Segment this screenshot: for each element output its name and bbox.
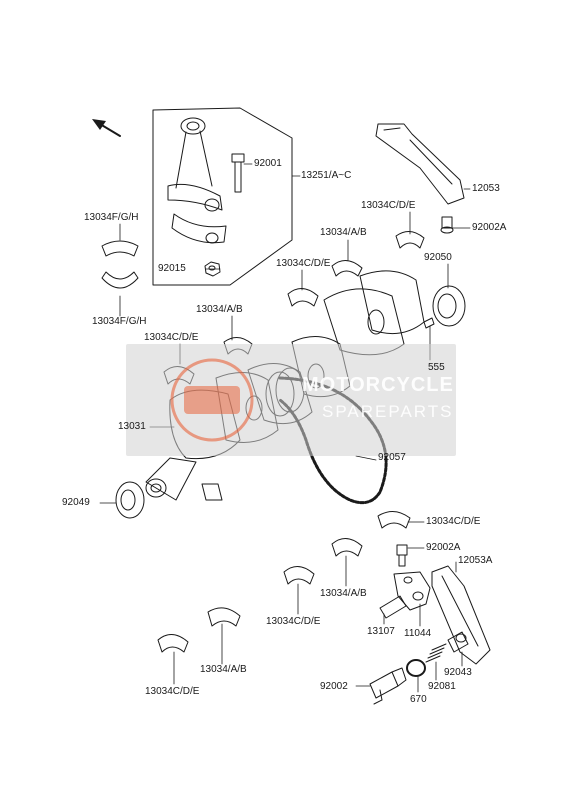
connecting-rod[interactable] — [167, 117, 227, 244]
oil-seal-left[interactable] — [115, 481, 145, 519]
bearing-shell-cde-5[interactable] — [283, 566, 315, 585]
tensioner-collar[interactable] — [447, 631, 469, 653]
leader-lines — [99, 163, 471, 693]
part-label-13034cde-f[interactable]: 13034C/D/E — [145, 686, 200, 697]
chain-guide-lower[interactable] — [431, 565, 491, 665]
part-label-555[interactable]: 555 — [428, 362, 445, 373]
bearing-shell-cde-6[interactable] — [157, 634, 189, 653]
bearing-shell-ab-1[interactable] — [331, 260, 363, 277]
part-label-13251[interactable]: 13251/A~C — [301, 170, 352, 181]
bearing-shell-fgh-lower[interactable] — [101, 271, 139, 289]
part-label-13034fgh-a[interactable]: 13034F/G/H — [84, 212, 139, 223]
bearing-shell-cde-2[interactable] — [287, 288, 319, 307]
part-label-13034cde-b[interactable]: 13034C/D/E — [276, 258, 331, 269]
part-label-670[interactable]: 670 — [410, 694, 427, 705]
chain-guide-bolt-upper[interactable] — [440, 216, 454, 234]
part-label-92015[interactable]: 92015 — [158, 263, 186, 274]
part-label-92081[interactable]: 92081 — [428, 681, 456, 692]
con-rod-nut[interactable] — [204, 261, 221, 277]
connecting-rod-group-box — [152, 107, 293, 286]
part-label-13031[interactable]: 13031 — [118, 421, 146, 432]
front-direction-arrow-icon — [92, 119, 121, 137]
con-rod-bolt[interactable] — [231, 153, 245, 193]
dowel-pin[interactable] — [423, 317, 435, 329]
part-label-92050[interactable]: 92050 — [424, 252, 452, 263]
part-label-92057[interactable]: 92057 — [378, 452, 406, 463]
part-label-13034ab-d[interactable]: 13034/A/B — [200, 664, 247, 675]
watermark-text-line2: SPAREPARTS — [322, 402, 454, 421]
o-ring[interactable] — [406, 659, 426, 677]
part-label-13034fgh-b[interactable]: 13034F/G/H — [92, 316, 147, 327]
part-label-13034ab-a[interactable]: 13034/A/B — [320, 227, 367, 238]
watermark-logo-icon — [170, 358, 254, 442]
bearing-shell-fgh-upper[interactable] — [101, 240, 139, 257]
part-label-92002a-b[interactable]: 92002A — [426, 542, 461, 553]
part-label-12053[interactable]: 12053 — [472, 183, 500, 194]
watermark: MOTORCYCLE SPAREPARTS — [126, 344, 456, 456]
part-label-13034cde-e[interactable]: 13034C/D/E — [266, 616, 321, 627]
chain-guide-upper[interactable] — [375, 123, 465, 205]
part-label-13034ab-c[interactable]: 13034/A/B — [320, 588, 367, 599]
tensioner-spring[interactable] — [425, 643, 447, 663]
bearing-shell-ab-4[interactable] — [207, 607, 241, 627]
part-label-13034cde-c[interactable]: 13034C/D/E — [144, 332, 199, 343]
part-label-92043[interactable]: 92043 — [444, 667, 472, 678]
oil-seal-right[interactable] — [432, 285, 466, 327]
part-label-13034ab-b[interactable]: 13034/A/B — [196, 304, 243, 315]
part-label-92049[interactable]: 92049 — [62, 497, 90, 508]
chain-guide-holder[interactable] — [393, 571, 431, 611]
bearing-shell-ab-3[interactable] — [331, 538, 363, 557]
part-label-92002[interactable]: 92002 — [320, 681, 348, 692]
plug-bolt[interactable] — [369, 667, 407, 705]
part-label-13034cde-d[interactable]: 13034C/D/E — [426, 516, 481, 527]
bearing-shell-cde-1[interactable] — [395, 231, 425, 249]
watermark-text-line1: MOTORCYCLE — [302, 374, 454, 396]
part-label-13107[interactable]: 13107 — [367, 626, 395, 637]
part-label-92002a-a[interactable]: 92002A — [472, 222, 507, 233]
chain-guide-bolt-lower[interactable] — [396, 544, 408, 567]
part-label-92001[interactable]: 92001 — [254, 158, 282, 169]
part-label-13034cde-a[interactable]: 13034C/D/E — [361, 200, 416, 211]
bearing-shell-cde-4[interactable] — [377, 511, 411, 529]
part-label-11044[interactable]: 11044 — [404, 628, 432, 639]
part-label-12053a[interactable]: 12053A — [458, 555, 493, 566]
